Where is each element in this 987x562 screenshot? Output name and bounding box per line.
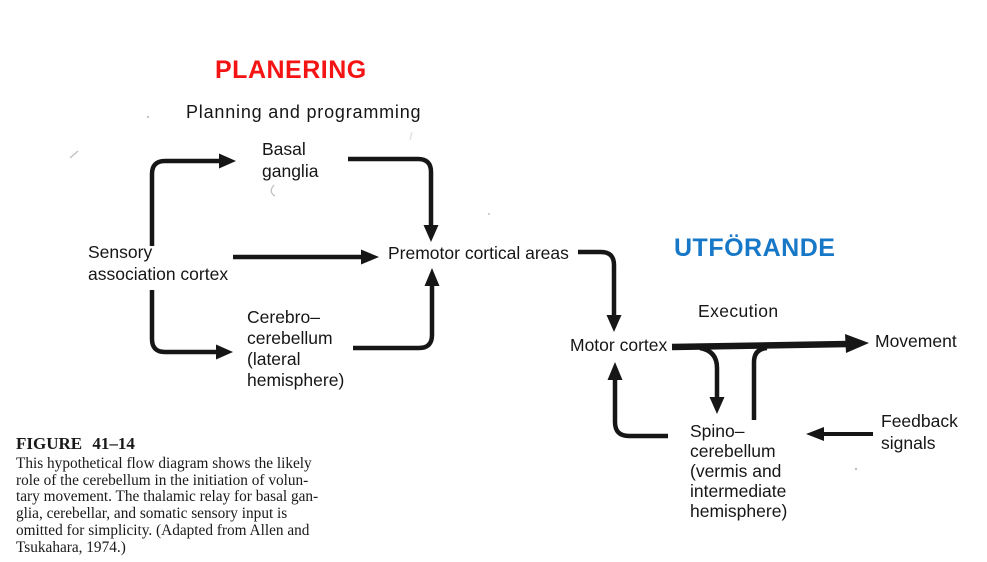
node-cerebrocerebellum-line: hemisphere) [247, 370, 345, 390]
node-basal-ganglia: Basal ganglia [262, 139, 318, 182]
node-sensory-line: association cortex [88, 264, 229, 284]
arrow-sensory-to-cerebrocerebellum [149, 290, 233, 360]
node-spinocerebellum-line: intermediate [690, 481, 787, 501]
node-feedback-signals: Feedback signals [881, 410, 958, 454]
arrow-premotor-to-motor-cortex [578, 249, 622, 332]
node-premotor-cortical-areas: Premotor cortical areas [388, 243, 569, 263]
arrow-sensory-to-premotor [233, 249, 379, 265]
figure-caption-line: glia, cerebellar, and somatic sensory in… [16, 505, 288, 523]
figure-caption-line: Tsukahara, 1974.) [16, 538, 126, 556]
arrow-feedback-to-spinocerebellum [806, 427, 873, 441]
figure-caption-line: role of the cerebellum in the initiation… [16, 471, 309, 489]
node-basal-ganglia-line: ganglia [262, 160, 319, 181]
execution-subtitle: Execution [698, 301, 779, 321]
node-feedback-signals-line: Feedback [881, 411, 958, 431]
node-spinocerebellum-line: (vermis and [690, 461, 782, 481]
scan-artifacts [69, 115, 858, 471]
arrow-corticospinal-branch-to-spinocerebellum [699, 345, 725, 414]
node-spinocerebellum: Spino– cerebellum (vermis and intermedia… [690, 421, 787, 521]
node-spinocerebellum-line: cerebellum [690, 441, 776, 461]
node-spinocerebellum-line: hemisphere) [690, 501, 788, 521]
arrow-motor-cortex-to-movement [671, 334, 869, 353]
node-sensory-line: Sensory [88, 242, 153, 262]
node-cerebrocerebellum: Cerebro– cerebellum (lateral hemisphere) [247, 307, 344, 391]
node-feedback-signals-line: signals [881, 433, 936, 453]
figure-caption-line: tary movement. The thalamic relay for ba… [16, 488, 319, 506]
node-cerebrocerebellum-line: (lateral [247, 349, 301, 369]
execution-heading: UTFÖRANDE [674, 234, 836, 262]
figure-caption-line: This hypothetical flow diagram shows the… [16, 455, 312, 472]
figure-caption: FIGURE 41–14 This hypothetical flow diag… [16, 434, 346, 556]
planning-subtitle: Planning and programming [186, 102, 422, 122]
node-cerebrocerebellum-line: Cerebro– [247, 307, 320, 327]
node-sensory-association-cortex: Sensory association cortex [88, 241, 228, 285]
arrow-sensory-to-basal-ganglia [149, 153, 236, 246]
planning-heading: PLANERING [215, 56, 367, 84]
node-movement: Movement [875, 331, 957, 351]
arrow-cerebrocerebellum-to-premotor [353, 268, 440, 351]
figure-caption-line: omitted for simplicity. (Adapted from Al… [16, 521, 310, 539]
arrow-basal-ganglia-to-premotor [348, 156, 439, 242]
node-cerebrocerebellum-line: cerebellum [247, 328, 333, 348]
node-basal-ganglia-line: Basal [262, 139, 306, 159]
figure-caption-label: FIGURE 41–14 [16, 434, 135, 453]
node-spinocerebellum-line: Spino– [690, 421, 745, 441]
arrow-spinocerebellum-to-motor-cortex [607, 362, 668, 439]
line-spinocerebellum-to-execution-line [751, 345, 768, 420]
node-motor-cortex: Motor cortex [570, 335, 668, 355]
